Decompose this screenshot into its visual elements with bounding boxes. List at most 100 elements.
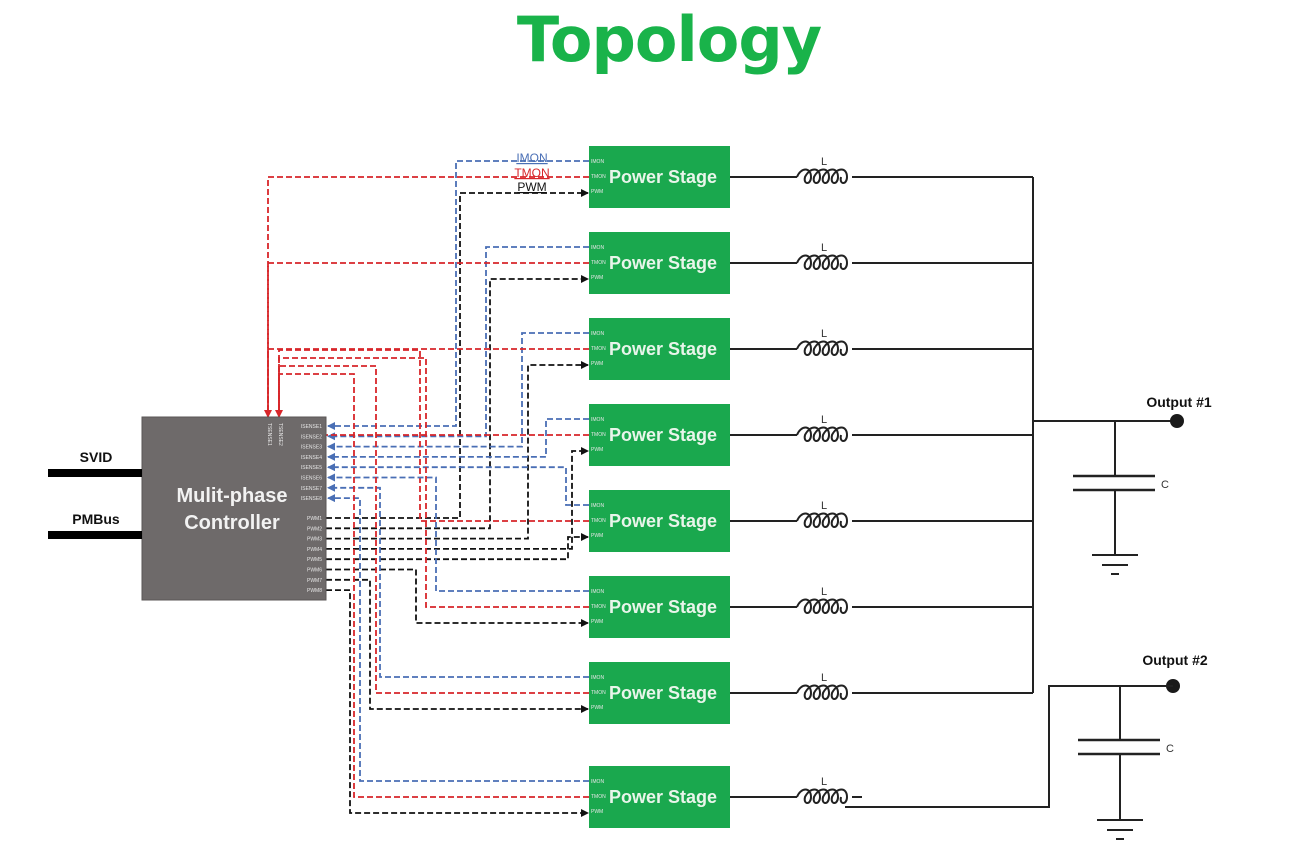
- imon-wire: [327, 473, 589, 592]
- power-stage-label: Power Stage: [609, 253, 717, 273]
- controller-pin-pwm: PWM2: [307, 526, 322, 532]
- inductor-label: L: [821, 414, 827, 426]
- controller-pin-pwm: PWM6: [307, 568, 322, 574]
- pwm-wire: [326, 275, 589, 530]
- imon-wire: [327, 160, 589, 430]
- inductor-label: L: [821, 242, 827, 254]
- power-stage-pin: IMON: [591, 589, 604, 595]
- power-stage-pin: PWM: [591, 447, 603, 453]
- imon-wire: [327, 463, 589, 506]
- inductor-icon: [796, 426, 849, 442]
- output-capacitor-1: C: [1073, 421, 1169, 575]
- imon-wire: [327, 418, 589, 461]
- imon-wire: [327, 494, 589, 782]
- power-stage-pin: TMON: [591, 794, 606, 800]
- power-stage-pin: PWM: [591, 189, 603, 195]
- inductor-icon: [796, 254, 849, 270]
- controller-pin-pwm: PWM5: [307, 557, 322, 563]
- tmon-wire: [267, 348, 589, 417]
- output-label: Output #1: [1146, 394, 1212, 410]
- pwm-legend: PWM: [517, 180, 546, 194]
- pmbus-bus-line: [48, 531, 142, 539]
- inductor-label: L: [821, 500, 827, 512]
- power-stage-label: Power Stage: [609, 167, 717, 187]
- pwm-wire: [326, 589, 589, 817]
- controller-pin-tsense: TSENSE2: [277, 423, 283, 446]
- power-stage-label: Power Stage: [609, 339, 717, 359]
- power-stage-pin: TMON: [591, 604, 606, 610]
- controller-pin-isense: ISENSE7: [301, 486, 322, 492]
- power-stage-pin: IMON: [591, 331, 604, 337]
- pwm-wire: [326, 361, 589, 540]
- power-stage-label: Power Stage: [609, 683, 717, 703]
- power-stage-pin: IMON: [591, 417, 604, 423]
- inductor-label: L: [821, 776, 827, 788]
- output2-wire: [845, 685, 1173, 808]
- controller-box: [141, 416, 327, 601]
- power-stage-pin: TMON: [591, 432, 606, 438]
- power-stage-pin: TMON: [591, 174, 606, 180]
- tmon-wire: [264, 176, 589, 418]
- power-stage-pin: IMON: [591, 675, 604, 681]
- controller-pin-isense: ISENSE5: [301, 465, 322, 471]
- svid-label: SVID: [80, 449, 113, 465]
- tmon-wire: [275, 349, 589, 522]
- signal-wires: [264, 160, 589, 817]
- power-stage-box: [589, 490, 730, 552]
- imon-legend: IMON: [516, 151, 547, 165]
- inductor-label: L: [821, 672, 827, 684]
- tmon-wire: [278, 373, 589, 798]
- controller-pin-isense: ISENSE8: [301, 496, 322, 502]
- power-stage-label: Power Stage: [609, 511, 717, 531]
- inductor-icon: [796, 168, 849, 184]
- power-stage-pin: IMON: [591, 503, 604, 509]
- imon-wire: [327, 483, 589, 678]
- inductor-label: L: [821, 328, 827, 340]
- pwm-wire: [326, 578, 589, 713]
- power-stage-label: Power Stage: [609, 787, 717, 807]
- page-title: Topology: [516, 3, 822, 76]
- power-stage-pin: IMON: [591, 245, 604, 251]
- output-capacitor-2: C: [1078, 686, 1174, 840]
- power-stage-box: [589, 318, 730, 380]
- tmon-legend: TMON: [514, 166, 549, 180]
- power-stage-box: [589, 146, 730, 208]
- controller-pin-isense: ISENSE2: [301, 434, 322, 440]
- inductor-icon: [796, 340, 849, 356]
- imon-wire: [327, 246, 589, 441]
- capacitor-label: C: [1166, 743, 1174, 755]
- power-stage-pin: PWM: [591, 275, 603, 281]
- controller-pin-pwm: PWM4: [307, 547, 322, 553]
- controller-pin-pwm: PWM1: [307, 516, 322, 522]
- tmon-wire: [267, 262, 589, 417]
- power-stage-5: Power Stage IMON TMON PWM L: [589, 490, 1033, 552]
- power-stage-pin: PWM: [591, 361, 603, 367]
- controller-pin-pwm: PWM3: [307, 537, 322, 543]
- pwm-wire: [326, 568, 589, 627]
- controller-pin-pwm: PWM7: [307, 578, 322, 584]
- inductor-icon: [796, 788, 849, 804]
- power-stage-label: Power Stage: [609, 425, 717, 445]
- controller-pin-tsense: TSENSE1: [266, 423, 272, 446]
- controller-pin-isense: ISENSE4: [301, 455, 322, 461]
- power-stage-box: [589, 662, 730, 724]
- controller-pin-isense: ISENSE6: [301, 476, 322, 482]
- controller-title-line1: Mulit-phase: [176, 485, 287, 507]
- power-stage-pin: TMON: [591, 260, 606, 266]
- power-stage-box: [589, 766, 730, 828]
- power-stage-2: Power Stage IMON TMON PWM L: [589, 232, 1033, 294]
- power-stage-pin: TMON: [591, 346, 606, 352]
- power-stage-pin: PWM: [591, 533, 603, 539]
- power-stage-box: [589, 404, 730, 466]
- inductor-label: L: [821, 156, 827, 168]
- power-stage-box: [589, 576, 730, 638]
- power-stage-3: Power Stage IMON TMON PWM L: [589, 318, 1033, 380]
- power-stage-pin: TMON: [591, 518, 606, 524]
